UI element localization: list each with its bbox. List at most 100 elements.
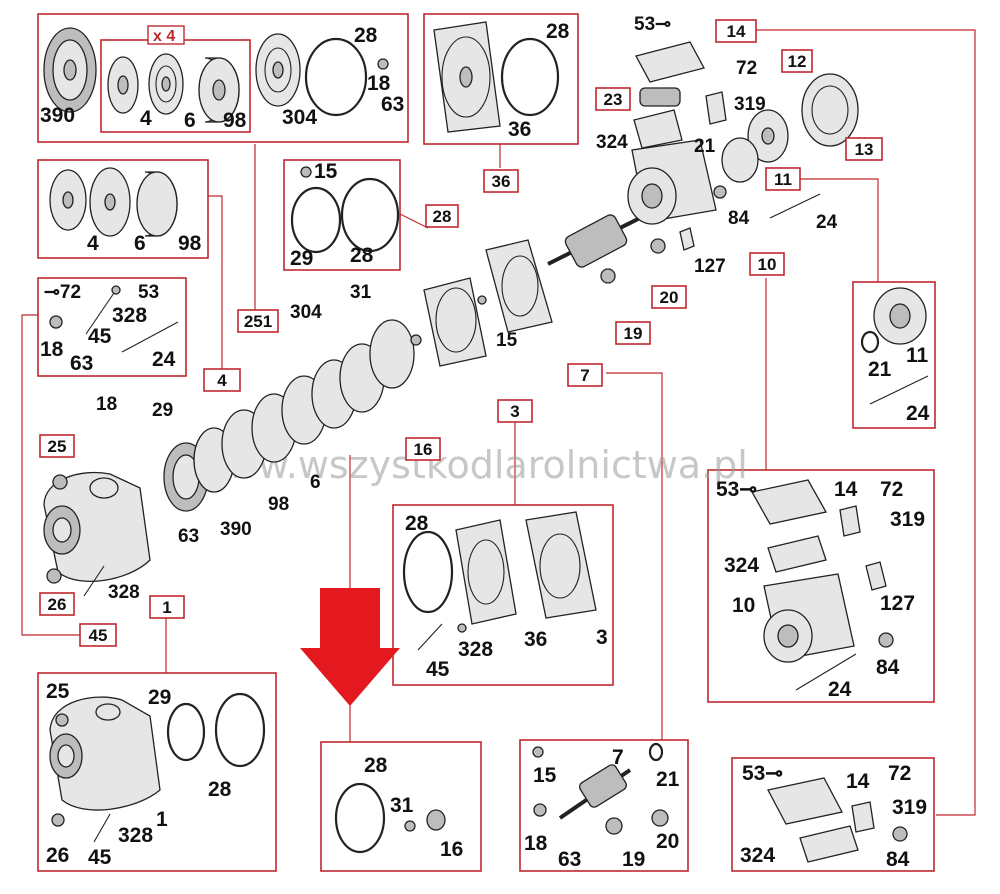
terminal-board-drawing — [633, 41, 727, 149]
pump-body-box — [37, 672, 277, 872]
impeller-304-drawing — [255, 33, 301, 107]
nut-84-box-drawing — [878, 632, 894, 648]
label-72-kit: ⊸72 — [44, 282, 81, 303]
svg-text:1: 1 — [162, 598, 171, 617]
ref-45 — [79, 623, 117, 647]
bearing-20-kit-drawing — [651, 809, 669, 827]
svg-text:36: 36 — [492, 172, 511, 191]
fan-cover-13-drawing — [801, 73, 859, 147]
label-45-flangekit: 45 — [426, 658, 450, 681]
flange-36-kit-drawing — [455, 519, 517, 625]
label-14-kitbox: 14 — [846, 770, 870, 793]
o-ring-28-body-drawing — [214, 692, 266, 768]
svg-text:13: 13 — [855, 140, 874, 159]
nut-84-kit-drawing — [892, 826, 908, 842]
ref-3 — [497, 399, 533, 423]
label-16-mech: 16 — [440, 838, 463, 861]
label-324-kitbox: 324 — [740, 844, 775, 867]
bearing-19-drawing — [600, 268, 616, 284]
multiplier-label: x 4 — [153, 28, 175, 45]
nut-18-rotor-drawing — [533, 803, 547, 817]
label-304: 304 — [282, 106, 317, 129]
o-ring-21-rotor-drawing — [648, 742, 664, 762]
label-3-kit: 3 — [596, 626, 608, 649]
label-98-kit: 98 — [178, 232, 202, 255]
motor-housing-box — [707, 469, 935, 703]
label-20-rotor: 20 — [656, 830, 679, 853]
svg-text:10: 10 — [758, 255, 777, 274]
label-4: 4 — [140, 107, 152, 130]
label-45-body: 45 — [88, 846, 112, 869]
tie-rod-24-motor-drawing — [769, 193, 821, 219]
svg-text:45: 45 — [89, 626, 108, 645]
ref-14 — [715, 19, 757, 43]
label-15-seal: 15 — [314, 160, 338, 183]
o-ring-28-kit-drawing — [402, 530, 454, 614]
label-31-mech: 31 — [390, 794, 414, 817]
flange-36-assembly-drawing — [423, 277, 487, 367]
ref-1 — [149, 595, 185, 619]
svg-text:16: 16 — [414, 440, 433, 459]
label-72-main: 72 — [736, 58, 757, 79]
label-328-flangekit: 328 — [458, 638, 493, 661]
label-319-box: 319 — [890, 508, 925, 531]
ring-15-rotor-drawing — [532, 746, 544, 758]
ref-19 — [615, 321, 651, 345]
label-45-kit: 45 — [88, 325, 112, 348]
svg-text:19: 19 — [624, 324, 643, 343]
label-4-kit: 4 — [87, 232, 99, 255]
label-84-box: 84 — [876, 656, 900, 679]
svg-text:12: 12 — [788, 52, 807, 71]
label-53-kit: 53 — [138, 282, 159, 303]
label-18-kit: 18 — [40, 338, 64, 361]
flange-box-top — [423, 13, 579, 145]
label-24-box: 24 — [828, 678, 852, 701]
label-36-top: 36 — [508, 118, 531, 141]
label-84-kitbox: 84 — [886, 848, 910, 871]
label-28-body: 28 — [208, 778, 232, 801]
ring-15-drawing — [300, 166, 312, 178]
clamp-319-drawing — [839, 505, 861, 537]
stage-stack-drawing — [163, 319, 422, 512]
label-36-kit: 36 — [524, 628, 547, 651]
label-18-main: 18 — [96, 394, 117, 415]
label-98: 98 — [223, 109, 247, 132]
fan-12-drawing — [721, 109, 789, 183]
svg-text:23: 23 — [604, 90, 623, 109]
label-6: 6 — [184, 109, 196, 132]
ref-4 — [203, 368, 241, 392]
svg-text:11: 11 — [774, 170, 792, 189]
svg-text:4: 4 — [217, 371, 227, 390]
ref-13 — [845, 137, 883, 161]
label-6-kit: 6 — [134, 232, 146, 255]
label-15-main: 15 — [496, 330, 518, 351]
nut-328-kit-drawing — [457, 623, 467, 633]
end-cover-box — [852, 281, 936, 429]
label-28: 28 — [354, 24, 378, 47]
label-328-kit: 328 — [112, 304, 147, 327]
bolt-45-drawing — [85, 289, 117, 335]
label-29-seal: 29 — [290, 247, 313, 270]
label-1-body: 1 — [156, 808, 168, 831]
seal-16-drawing — [426, 809, 446, 831]
nut-84-drawing — [713, 185, 727, 199]
terminal-324-drawing — [767, 535, 827, 573]
pump-flange-3-kit-drawing — [525, 511, 597, 619]
svg-text:28: 28 — [433, 207, 452, 226]
svg-text:3: 3 — [510, 402, 519, 421]
label-11-cover: 11 — [906, 344, 929, 367]
label-10-box: 10 — [732, 594, 755, 617]
label-53-kitbox: 53⊸ — [742, 762, 783, 785]
label-328-body: 328 — [118, 824, 153, 847]
motor-housing-10-drawing — [627, 139, 717, 225]
label-390-main: 390 — [220, 519, 252, 540]
bolt-45-main-drawing — [83, 565, 105, 597]
down-arrow-icon — [300, 588, 400, 706]
cover-14-drawing — [751, 479, 827, 525]
tie-rod-24-drawing — [121, 321, 179, 353]
label-28-seal: 28 — [350, 244, 374, 267]
label-72-box: 72 — [880, 478, 903, 501]
o-ring-28-mech-drawing — [334, 782, 386, 854]
ref-36 — [483, 169, 519, 193]
stage-98-drawing — [198, 57, 240, 123]
